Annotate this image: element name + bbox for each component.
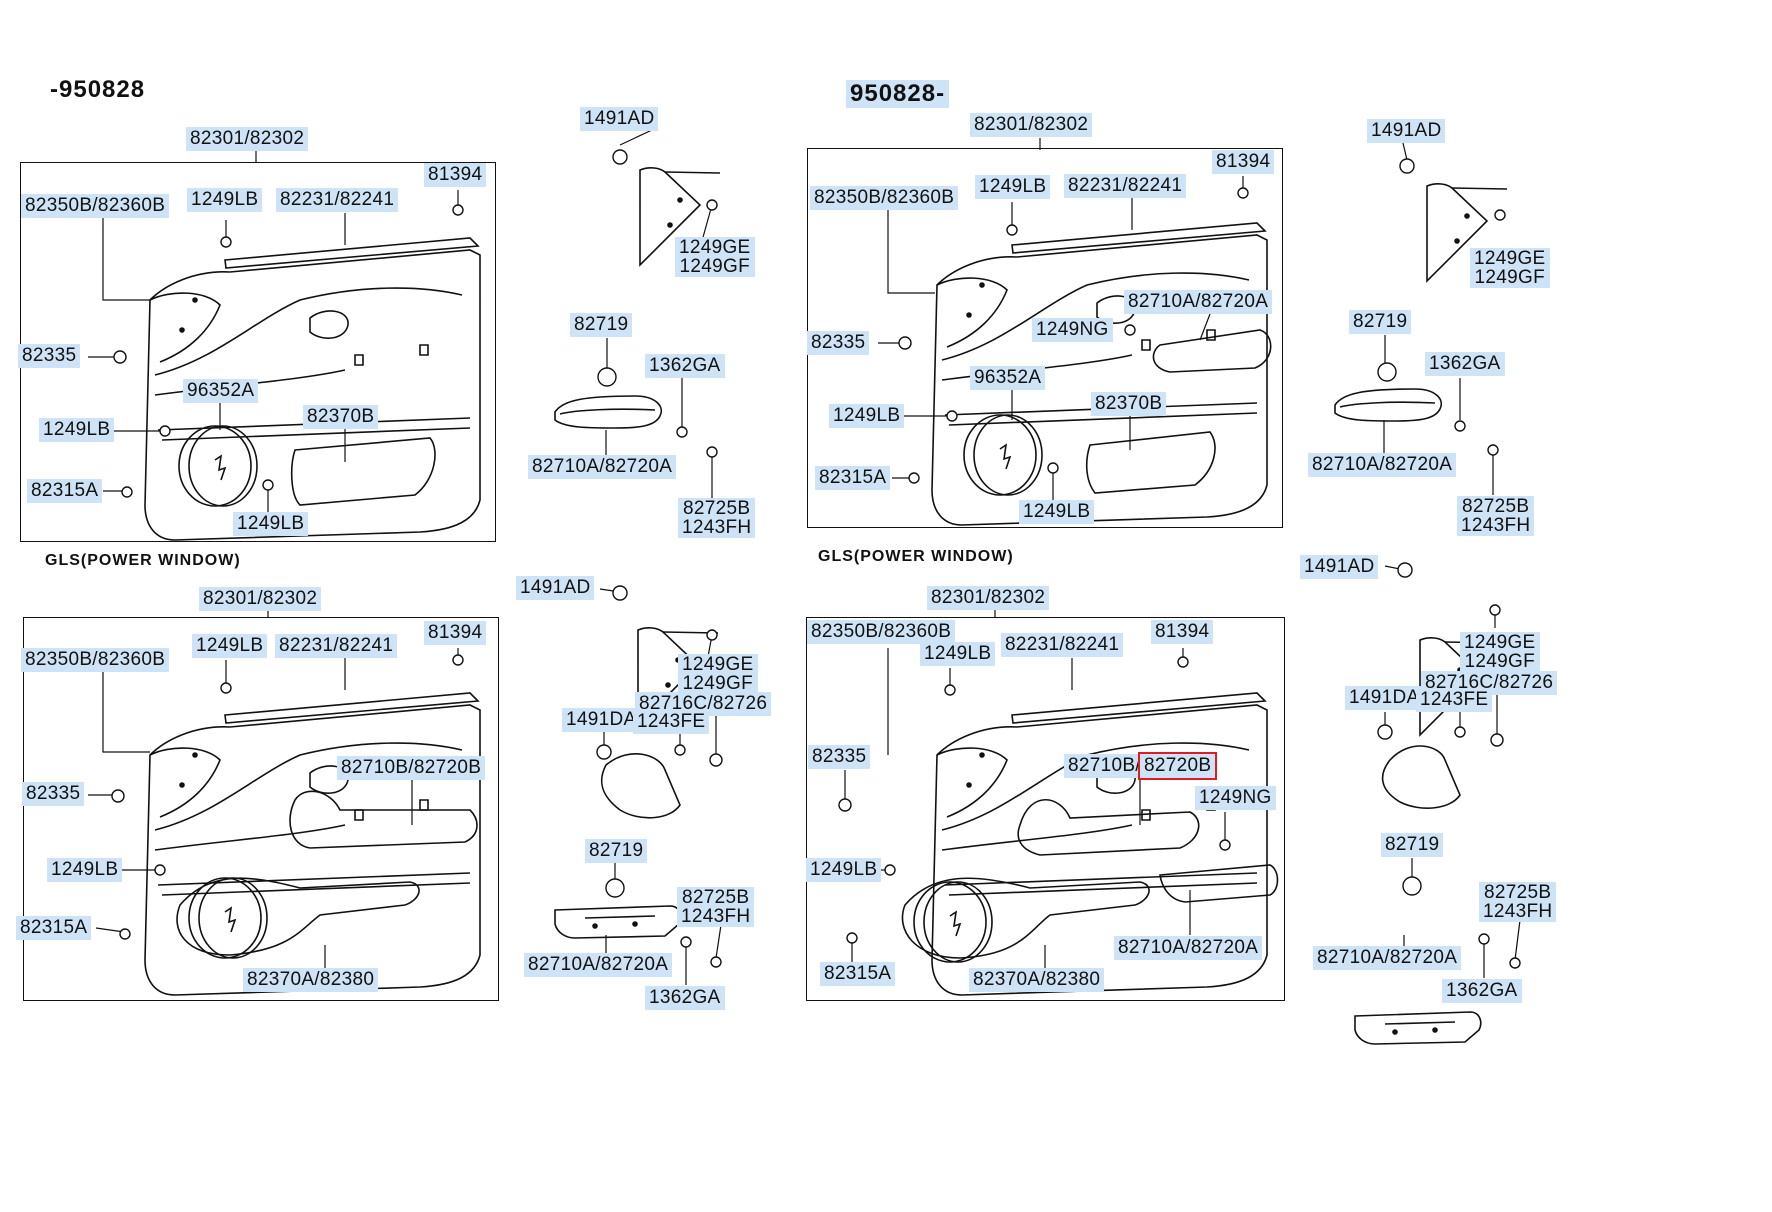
part-label[interactable]: 82231/82241: [1064, 174, 1187, 198]
part-label[interactable]: 1249LB: [829, 404, 905, 428]
part-label[interactable]: 82350B/82360B: [21, 648, 170, 672]
part-label[interactable]: 1491AD: [516, 576, 595, 600]
part-label[interactable]: 1491AD: [580, 107, 659, 131]
part-label-line: 1249GF: [679, 256, 750, 277]
part-label-line: 1249GE: [1474, 248, 1546, 269]
part-label[interactable]: 82719: [570, 313, 633, 337]
part-label-line: 82725B: [683, 498, 751, 519]
serial-range-before: -950828: [50, 76, 146, 103]
part-label[interactable]: 82335: [807, 331, 870, 355]
door-panel-frame: [23, 617, 499, 1001]
part-label[interactable]: 1362GA: [1442, 979, 1522, 1003]
part-label[interactable]: 82710A/82720A: [524, 953, 673, 977]
part-label[interactable]: 81394: [1151, 620, 1214, 644]
part-label[interactable]: 82231/82241: [276, 188, 399, 212]
part-label[interactable]: 82231/82241: [1001, 633, 1124, 657]
part-label[interactable]: 82370B: [1091, 392, 1167, 416]
part-label[interactable]: 82719: [1349, 310, 1412, 334]
part-label[interactable]: 1491DA: [1345, 686, 1424, 710]
part-label[interactable]: 82335: [22, 782, 85, 806]
part-label[interactable]: 82315A: [27, 479, 103, 503]
part-label-line: 1249GF: [682, 673, 753, 694]
part-label[interactable]: 1249LB: [47, 858, 123, 882]
part-label[interactable]: 82370A/82380: [243, 968, 379, 992]
part-label[interactable]: 82710A/82720A: [1114, 936, 1263, 960]
part-label[interactable]: 81394: [424, 163, 487, 187]
part-label[interactable]: 96352A: [970, 366, 1046, 390]
part-label[interactable]: 82350B/82360B: [810, 186, 959, 210]
part-label-line: 1243FH: [682, 517, 752, 538]
part-label[interactable]: 82301/82302: [186, 127, 309, 151]
part-label[interactable]: 1249NG: [1032, 318, 1113, 342]
part-label[interactable]: 1249LB: [920, 642, 996, 666]
part-label[interactable]: 1491DA: [562, 708, 641, 732]
part-label[interactable]: 82719: [585, 839, 648, 863]
selected-part-label[interactable]: 82720B: [1137, 752, 1218, 780]
part-label[interactable]: 82335: [808, 745, 871, 769]
part-label[interactable]: 82710A/82720A: [1124, 290, 1273, 314]
part-label[interactable]: 82315A: [815, 466, 891, 490]
part-label[interactable]: 1362GA: [1425, 352, 1505, 376]
part-label[interactable]: 1249LB: [39, 418, 115, 442]
variant-title: GLS(POWER WINDOW): [45, 552, 241, 569]
part-label[interactable]: 1249LB: [1019, 500, 1095, 524]
part-label[interactable]: 1249LB: [233, 512, 309, 536]
part-label[interactable]: 81394: [1212, 150, 1275, 174]
variant-title: GLS(POWER WINDOW): [818, 548, 1014, 565]
part-label-line: 1243FH: [1483, 901, 1553, 922]
part-label[interactable]: 82315A: [16, 916, 92, 940]
part-label[interactable]: 1249LB: [975, 175, 1051, 199]
part-label[interactable]: 82301/82302: [970, 113, 1093, 137]
part-label[interactable]: 82370A/82380: [969, 968, 1105, 992]
part-label-line: 1243FH: [1461, 515, 1531, 536]
part-label-line: 82725B: [1462, 496, 1530, 517]
part-label[interactable]: 82335: [18, 344, 81, 368]
part-label[interactable]: 1243FE: [633, 710, 710, 734]
part-label[interactable]: 1249NG: [1195, 786, 1276, 810]
part-label[interactable]: 1491AD: [1300, 555, 1379, 579]
door-panel-frame: [806, 617, 1285, 1001]
part-label[interactable]: 82301/82302: [199, 587, 322, 611]
serial-range-after: 950828-: [846, 80, 950, 108]
part-label[interactable]: 82710A/82720A: [1313, 946, 1462, 970]
part-label[interactable]: 82710A/82720A: [1308, 453, 1457, 477]
part-label[interactable]: 82710B/82720B: [337, 756, 486, 780]
part-label[interactable]: 1249LB: [192, 634, 268, 658]
part-label-line: 82725B: [682, 887, 750, 908]
part-label-line: 82725B: [1484, 882, 1552, 903]
part-label[interactable]: 96352A: [183, 379, 259, 403]
part-label[interactable]: 82350B/82360B: [21, 194, 170, 218]
part-label[interactable]: 82315A: [820, 962, 896, 986]
part-label[interactable]: 82231/82241: [275, 634, 398, 658]
part-label[interactable]: 82710B/: [1064, 754, 1145, 778]
part-label[interactable]: 1362GA: [645, 986, 725, 1010]
part-label[interactable]: 81394: [424, 621, 487, 645]
part-label[interactable]: 1362GA: [645, 354, 725, 378]
part-label[interactable]: 1491AD: [1367, 119, 1446, 143]
part-label-line: 1243FH: [681, 906, 751, 927]
part-label[interactable]: 82710A/82720A: [528, 455, 677, 479]
part-label[interactable]: 82301/82302: [927, 586, 1050, 610]
part-label[interactable]: 82370B: [303, 405, 379, 429]
part-label-line: 1249GE: [679, 237, 751, 258]
part-label[interactable]: 1249LB: [806, 858, 882, 882]
part-label-line: 1249GE: [1464, 632, 1536, 653]
part-label-line: 1249GE: [682, 654, 754, 675]
part-label[interactable]: 82350B/82360B: [807, 620, 956, 644]
part-label[interactable]: 82719: [1381, 833, 1444, 857]
part-label-line: 1249GF: [1474, 267, 1545, 288]
part-label[interactable]: 1243FE: [1416, 688, 1493, 712]
part-label[interactable]: 1249LB: [187, 188, 263, 212]
part-label-line: 1249GF: [1464, 651, 1535, 672]
